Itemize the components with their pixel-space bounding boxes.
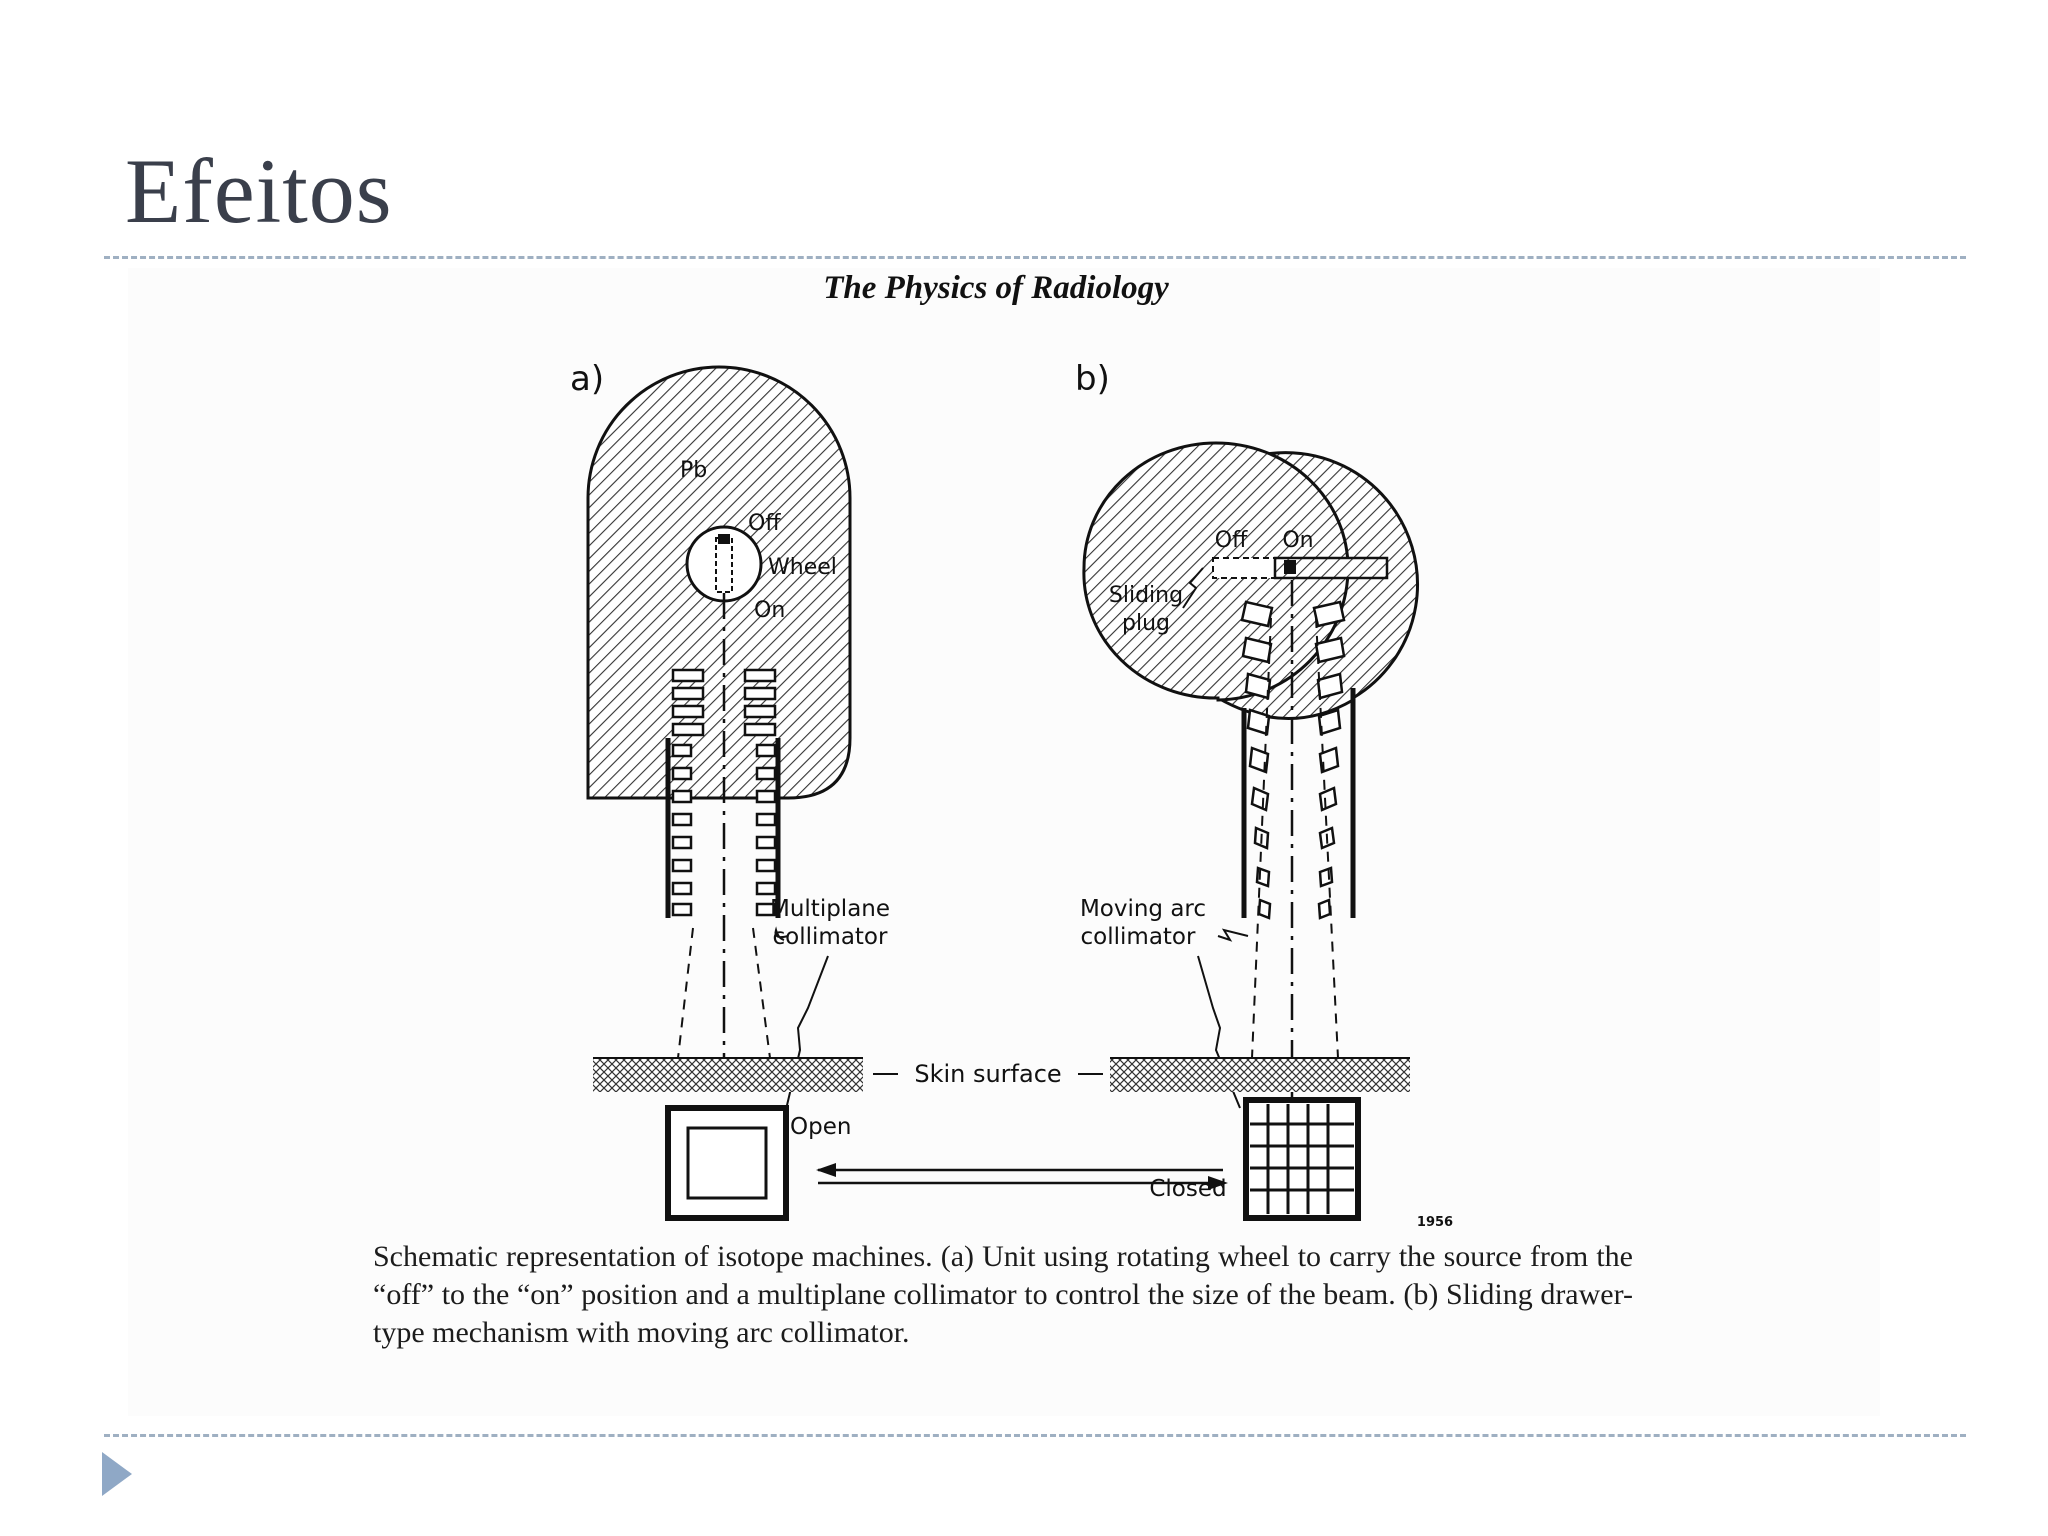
moving-arc-collimator-leaves [1240,600,1346,920]
sliding-plug-off [1212,557,1276,579]
label-on-b: On [1282,528,1313,553]
beam-edge-left-b [1251,617,1272,1059]
wheel-channel [715,537,733,593]
slide-title: Efeitos [125,140,393,242]
label-multiplane-1: Multiplane [770,896,890,922]
title-divider [104,256,1966,259]
footer-divider [104,1434,1966,1437]
figure-number: 1956 [1417,1215,1453,1230]
leader-sliding-plug [1182,567,1204,609]
label-pb: Pb [680,458,707,483]
skin-surface-a [593,1058,863,1092]
label-off-b: Off [1215,528,1248,553]
label-wheel: Wheel [768,555,837,580]
label-sliding-2: plug [1122,611,1170,636]
source-a [718,534,730,544]
isotope-machine-diagram: The Physics of Radiology a) Pb O [570,270,1453,1230]
caption-text: Schematic representation of isotope mach… [373,1240,1633,1349]
label-on-a: On [754,598,785,623]
panel-b-label: b) [1075,359,1110,399]
beam-edge-right-a [752,927,771,1059]
closed-field [1243,1097,1361,1221]
label-off-a: Off [748,511,781,536]
leader-multiplane [774,926,789,941]
beam-edge-right-b [1315,617,1339,1059]
book-title: The Physics of Radiology [823,270,1169,306]
triangle-bullet-icon [102,1452,132,1496]
multiplane-collimator-leaves [671,668,777,917]
label-sliding-1: Sliding [1109,583,1183,608]
leader-open-a [783,955,829,1119]
panel-a-label: a) [570,359,604,399]
source-b [1284,560,1296,574]
label-closed: Closed [1149,1176,1226,1202]
label-skin-surface: Skin surface [914,1060,1061,1088]
figure-image: The Physics of Radiology a) Pb O [128,268,1880,1416]
sliding-drawer [1273,556,1389,580]
skin-surface-b [1110,1058,1410,1092]
beam-edge-left-a [677,927,694,1059]
label-moving-arc-1: Moving arc [1080,896,1206,922]
label-moving-arc-2: collimator [1081,924,1196,950]
label-multiplane-2: collimator [773,924,888,950]
label-open: Open [790,1114,851,1140]
leader-moving-arc [1217,928,1249,942]
figure-caption: Schematic representation of isotope mach… [373,1238,1633,1352]
